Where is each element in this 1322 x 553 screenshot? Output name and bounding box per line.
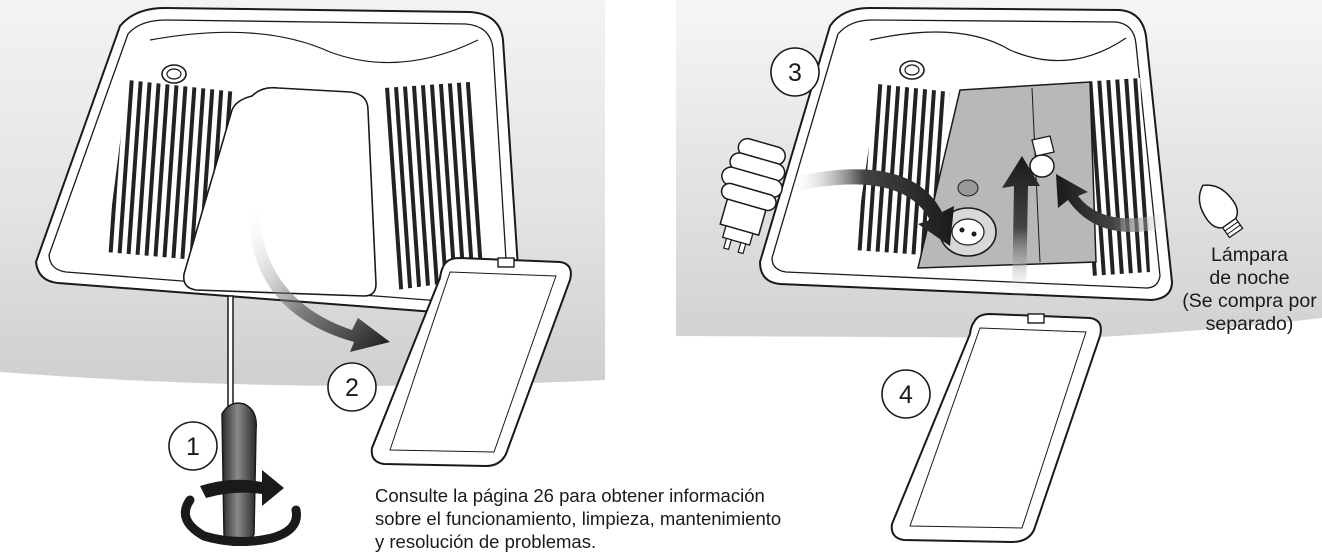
rotate-arrow-icon [180,470,301,546]
arrow-reinstall-lens [1002,156,1040,300]
curved-arrow-remove-lens [248,205,390,352]
lens-cover-icon-2 [890,312,1102,544]
cfl-bulb-icon [719,137,786,255]
left-scene: 1 2 [0,0,605,546]
step-4-marker: 4 [881,369,931,419]
fan-grille-icon [34,6,522,319]
night-light-label: Lámpara de noche (Se compra por separado… [1182,244,1317,336]
step-1-number: 1 [186,433,200,461]
night-light-label-line3: (Se compra por [1182,290,1317,312]
reference-note-line3: y resolución de problemas. [375,531,597,552]
socket-icon [939,207,997,257]
night-light-label-line4: separado) [1205,313,1294,335]
lens-cover-icon [370,256,572,468]
night-light-bulb-icon [1198,184,1244,239]
night-light-label-line2: de noche [1209,267,1290,289]
step-4-number: 4 [899,381,913,409]
screwdriver-icon [221,295,257,546]
arrow-install-bulb [790,169,954,246]
night-light-socket-icon [1029,135,1055,178]
step-2-number: 2 [345,374,359,402]
reference-note-line1: Consulte la página 26 para obtener infor… [375,485,765,506]
reference-note-line2: sobre el funcionamiento, limpieza, mante… [375,508,782,529]
right-scene: 3 4 [676,0,1322,544]
reference-note: Consulte la página 26 para obtener infor… [375,484,895,553]
step-2-marker: 2 [327,362,377,412]
night-light-label-line1: Lámpara [1211,244,1288,266]
step-3-number: 3 [788,59,802,87]
step-3-marker: 3 [770,47,820,97]
arrow-install-night-light [1056,174,1172,233]
step-1-marker: 1 [168,421,218,471]
